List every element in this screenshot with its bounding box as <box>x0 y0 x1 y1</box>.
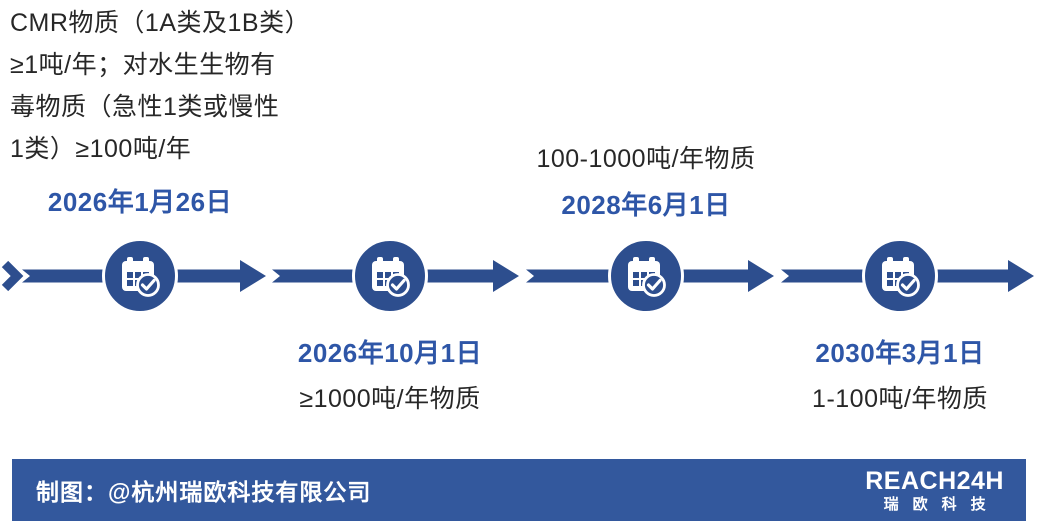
reach24h-logo: REACH24H 瑞欧科技 <box>865 466 1004 513</box>
logo-subtitle: 瑞欧科技 <box>883 495 1000 513</box>
node2-date: 2026年10月1日 <box>297 338 483 368</box>
logo-title: REACH24H <box>865 466 1004 495</box>
node1-date: 2026年1月26日 <box>47 187 233 217</box>
timeline-start-chevron <box>1 260 24 292</box>
footer-bar: 制图：@杭州瑞欧科技有限公司 REACH24H 瑞欧科技 <box>12 459 1026 521</box>
node1-description-line: ≥1吨/年；对水生生物有 <box>10 51 276 79</box>
timeline-arrow <box>1 237 1034 315</box>
credit-text: 制图：@杭州瑞欧科技有限公司 <box>36 479 372 505</box>
node4-date: 2030年3月1日 <box>815 338 985 368</box>
node1-description-line: 1类）≥100吨/年 <box>10 135 192 163</box>
node4-description: 1-100吨/年物质 <box>812 385 988 413</box>
node1-description-line: 毒物质（急性1类或慢性 <box>10 93 280 121</box>
node2-description: ≥1000吨/年物质 <box>299 385 481 413</box>
node3-description: 100-1000吨/年物质 <box>536 145 756 173</box>
node3-date: 2028年6月1日 <box>561 190 731 220</box>
node1-description-line: CMR物质（1A类及1B类） <box>10 9 311 37</box>
node1-description: CMR物质（1A类及1B类） ≥1吨/年；对水生生物有 毒物质（急性1类或慢性 … <box>10 2 370 170</box>
